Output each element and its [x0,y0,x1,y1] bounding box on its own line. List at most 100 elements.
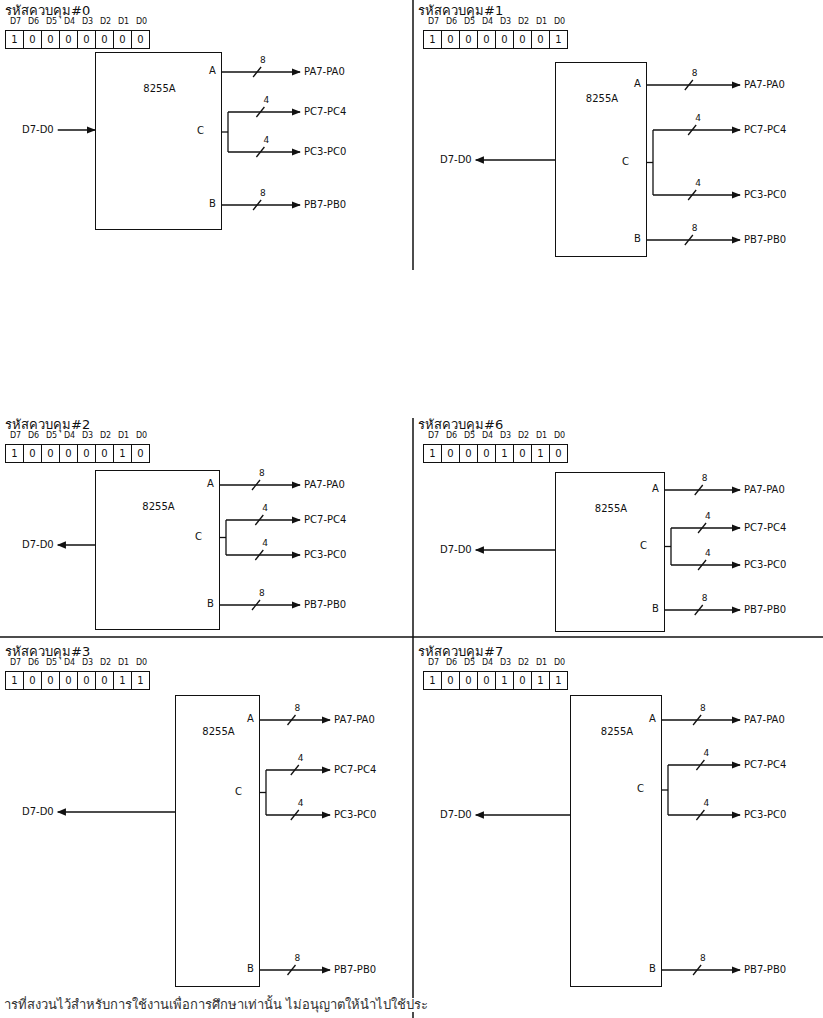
port-signal: PA7-PA0 [304,66,345,77]
port-signal: PC3-PC0 [334,809,376,820]
bit-header: D3 [82,18,93,27]
bit-header: D0 [554,432,565,441]
port-bus [266,769,330,770]
bit-header: D6 [446,18,457,27]
bit-value: 0 [442,445,460,462]
port-signal: PA7-PA0 [304,479,345,490]
chip-name: 8255A [595,503,627,514]
control-register: 10001010 [423,444,568,463]
panel-title: รหัสควบคุม#7 [418,645,503,659]
port-signal: PA7-PA0 [744,484,785,495]
bus-width: 8 [259,469,265,479]
bit-header: D5 [464,18,475,27]
port-bus [668,814,740,815]
data-bus [476,814,570,815]
bit-value: 0 [132,31,149,48]
c-bracket [227,112,228,152]
bit-value: 0 [60,672,78,689]
port-bus [662,719,740,720]
bit-value: 0 [96,672,114,689]
c-bracket [652,130,653,195]
bus-slash [693,965,701,975]
bus-slash [255,515,263,525]
bit-value: 0 [478,672,496,689]
port-bus [662,969,740,970]
bit-value: 1 [532,445,550,462]
bit-value: 0 [42,672,60,689]
port-letter: A [634,78,641,89]
data-bus-label: D7-D0 [440,809,472,820]
bit-header: D7 [10,18,21,27]
port-bus [228,111,300,112]
bit-header: D3 [82,432,93,441]
bus-width: 8 [259,589,265,599]
port-bus [665,609,740,610]
port-bus [653,194,740,195]
port-letter: B [634,233,641,244]
port-letter: A [652,483,659,494]
bus-slash [291,810,299,820]
c-bracket [265,770,266,815]
bit-header: D5 [46,432,57,441]
port-signal: PA7-PA0 [744,714,785,725]
bit-value: 0 [514,31,532,48]
bus-slash [698,523,706,533]
bit-header: D5 [464,432,475,441]
bit-header: D3 [500,18,511,27]
bit-header: D0 [136,18,147,27]
ppi-chip: 8255AACB [555,62,647,257]
bus-width: 4 [263,136,269,146]
port-bus [220,604,300,605]
bit-value: 1 [532,672,550,689]
bus-width: 8 [702,594,708,604]
bit-header: D0 [554,659,565,668]
bit-header: D6 [446,432,457,441]
port-signal: PB7-PB0 [744,234,786,245]
bit-value: 0 [478,445,496,462]
bus-width: 4 [298,799,304,809]
bit-header: D7 [428,659,439,668]
data-bus [58,129,95,130]
port-bus [671,564,740,565]
bit-header: D2 [518,18,529,27]
port-signal: PC3-PC0 [744,189,786,200]
bit-header: D4 [482,432,493,441]
port-letter: B [209,198,216,209]
port-bus [665,489,740,490]
port-signal: PC7-PC4 [744,522,786,533]
port-bus [220,484,300,485]
port-signal: PC3-PC0 [744,809,786,820]
bit-value: 1 [424,445,442,462]
port-bus [228,151,300,152]
port-letter: A [209,65,216,76]
bus-width: 8 [702,474,708,484]
bit-header: D6 [28,18,39,27]
port-signal: PC3-PC0 [304,146,346,157]
bit-value: 0 [460,445,478,462]
bit-value: 1 [424,31,442,48]
bit-header: D5 [46,659,57,668]
bus-slash [291,765,299,775]
bus-width: 8 [692,224,698,234]
port-signal: PC3-PC0 [304,549,346,560]
data-bus [58,811,175,812]
bus-width: 8 [260,189,266,199]
c-bracket [667,765,668,815]
port-signal: PC7-PC4 [744,124,786,135]
bit-value: 0 [78,31,96,48]
bus-slash [253,200,261,210]
c-bracket [225,520,226,555]
bit-header: D4 [64,432,75,441]
port-signal: PC7-PC4 [334,764,376,775]
port-signal: PC7-PC4 [304,106,346,117]
bit-value: 0 [442,31,460,48]
bit-value: 0 [478,31,496,48]
port-letter: C [622,156,629,167]
bit-header: D1 [536,432,547,441]
bit-value: 0 [42,31,60,48]
data-bus-label: D7-D0 [22,539,54,550]
port-letter: C [637,783,644,794]
panel-title: รหัสควบคุม#1 [418,4,503,18]
bit-value: 1 [132,672,149,689]
bit-value: 0 [460,31,478,48]
